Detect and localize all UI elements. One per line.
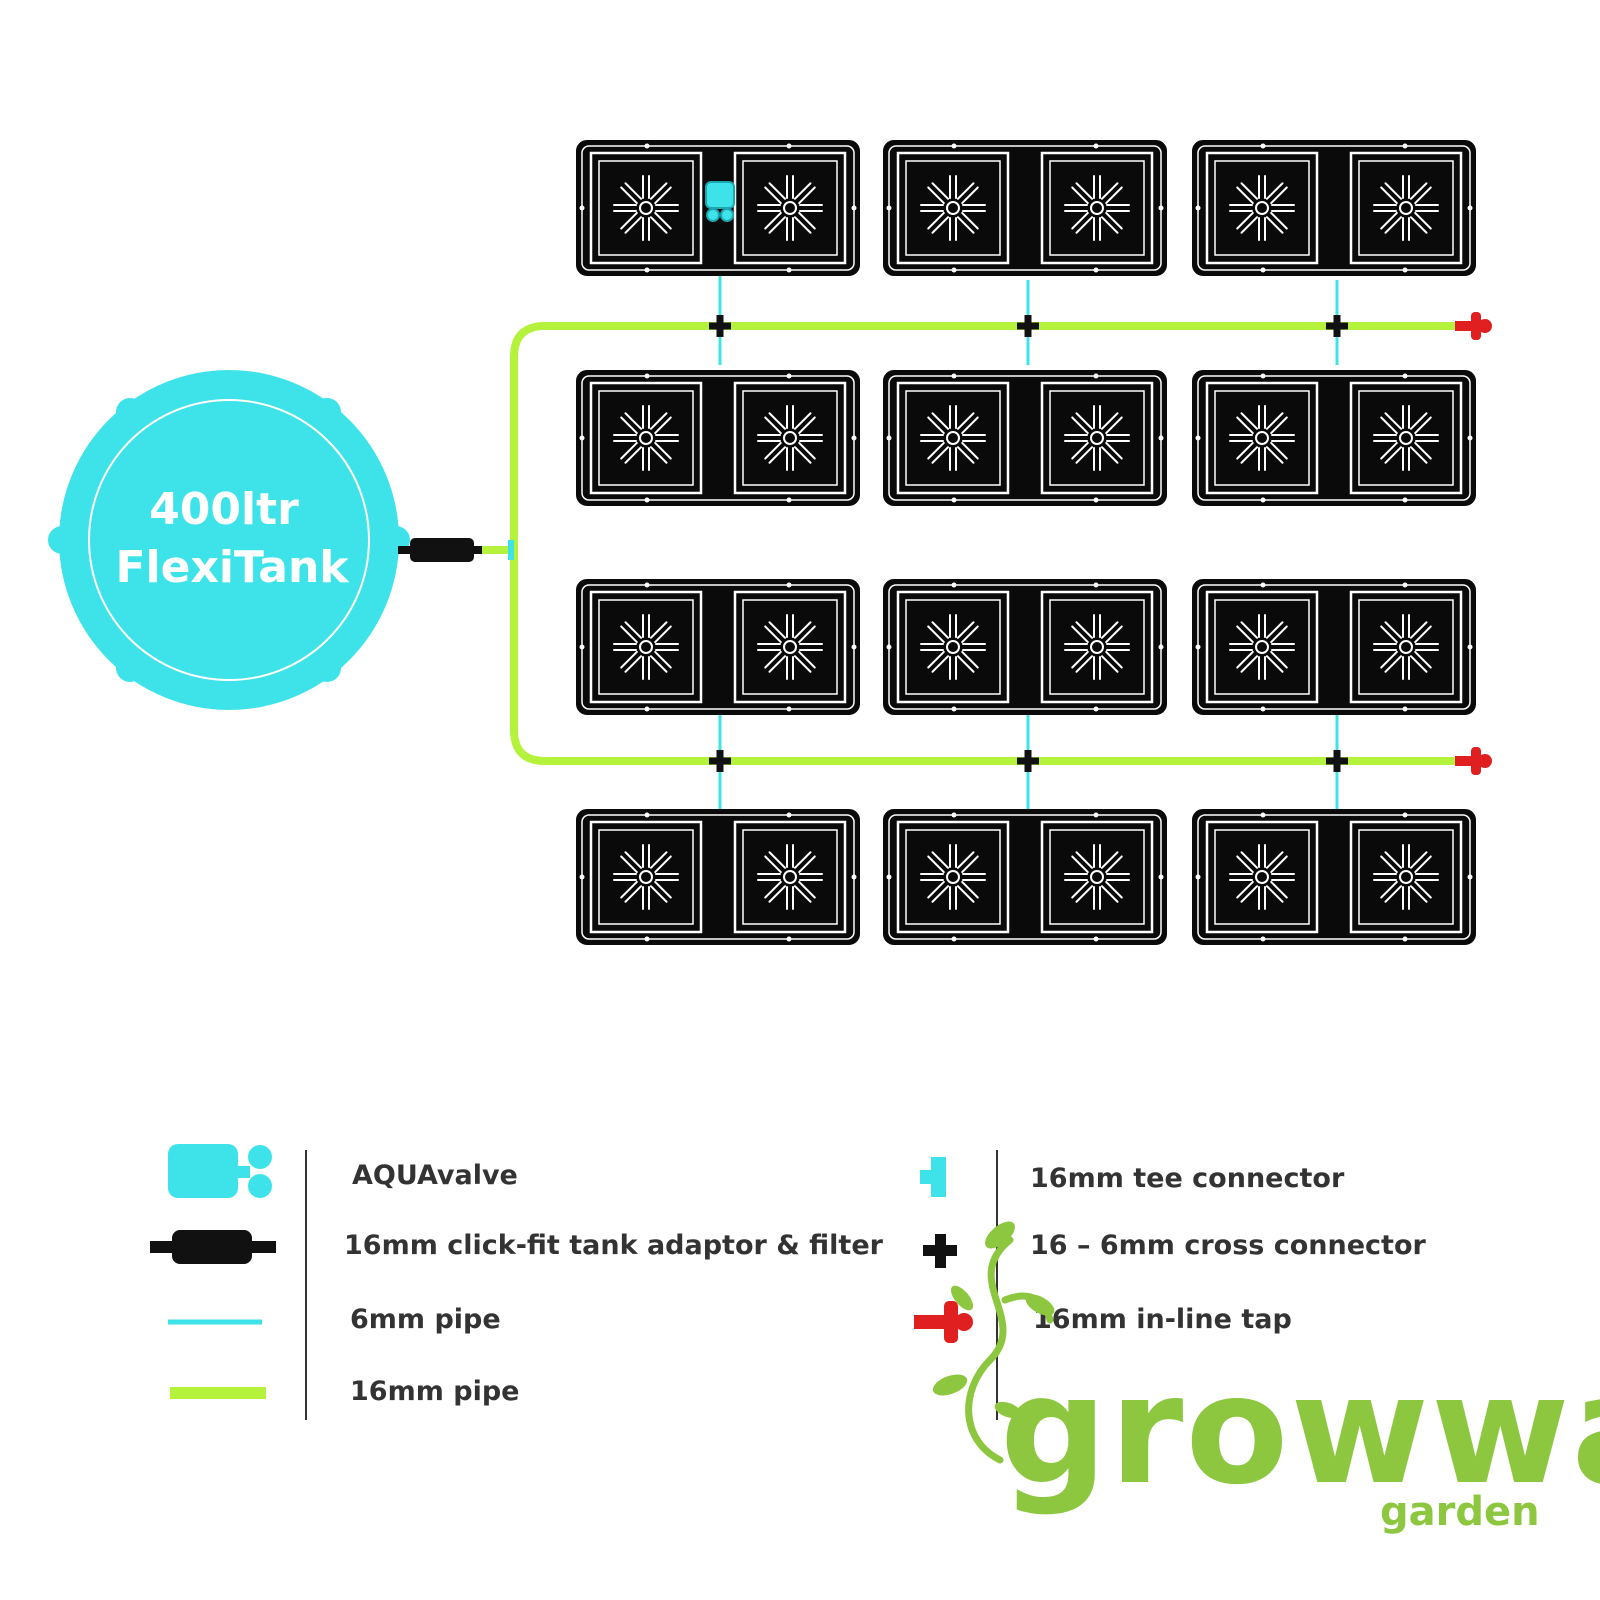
- logo-subtitle: garden: [1380, 1489, 1540, 1535]
- cross-connector-icon: [709, 315, 731, 337]
- legend-adaptor-icon: [150, 1230, 276, 1264]
- legend-tap-label: 16mm in-line tap: [1033, 1304, 1292, 1335]
- tray-r2-c1: [577, 371, 859, 505]
- logo-wordmark: growway: [1000, 1344, 1600, 1518]
- growway-logo: growway garden: [932, 1221, 1600, 1535]
- legend-tee-icon: [920, 1157, 946, 1197]
- cross-connector-icon: [1017, 750, 1039, 772]
- legend-aquavalve-icon: [168, 1144, 272, 1198]
- legend-cross-label: 16 – 6mm cross connector: [1030, 1230, 1427, 1261]
- cross-connector-icon: [1326, 750, 1348, 772]
- tee-connector: [508, 540, 514, 560]
- legend-adaptor-label: 16mm click-fit tank adaptor & filter: [344, 1230, 884, 1261]
- cross-connector-icon: [1017, 315, 1039, 337]
- tank-adaptor-filter: [398, 538, 482, 562]
- grow-trays: [577, 141, 1475, 944]
- tray-r4-c3: [1193, 810, 1475, 944]
- legend-aquavalve-label: AQUAvalve: [352, 1160, 518, 1191]
- tray-r3-c2: [884, 580, 1166, 714]
- tray-r1-c3: [1193, 141, 1475, 275]
- tray-r3-c3: [1193, 580, 1475, 714]
- legend-cross-icon: [923, 1234, 957, 1268]
- tank-label-line2: FlexiTank: [115, 542, 350, 593]
- tank-body: [59, 370, 399, 710]
- cross-connector-icon: [1326, 315, 1348, 337]
- tray-r2-c2: [884, 371, 1166, 505]
- legend-16mm-pipe-label: 16mm pipe: [350, 1376, 519, 1407]
- cross-connector-icon: [709, 750, 731, 772]
- tank-label-line1: 400ltr: [149, 484, 299, 535]
- flexitank: 400ltr FlexiTank: [48, 370, 410, 710]
- leaf-icon: [932, 1221, 1055, 1419]
- tank-inner-ring: [88, 399, 370, 681]
- inline-tap-icon: [1455, 747, 1492, 775]
- tray-r4-c2: [884, 810, 1166, 944]
- tray-r1-c2: [884, 141, 1166, 275]
- legend: AQUAvalve 16mm click-fit tank adaptor & …: [150, 1144, 1427, 1420]
- inline-tap-icon: [1455, 312, 1492, 340]
- legend-tap-icon: [914, 1301, 973, 1343]
- tray-r2-c3: [1193, 371, 1475, 505]
- tray-r3-c1: [577, 580, 859, 714]
- legend-6mm-pipe-label: 6mm pipe: [350, 1304, 501, 1335]
- tray-r4-c1: [577, 810, 859, 944]
- legend-tee-label: 16mm tee connector: [1030, 1163, 1345, 1194]
